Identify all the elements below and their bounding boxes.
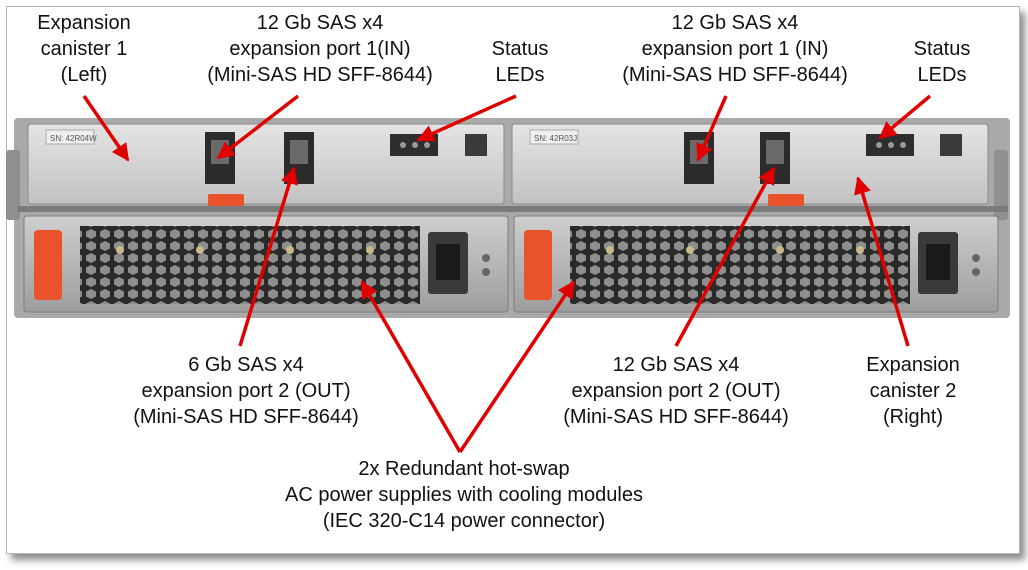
serial-label-right: SN: 42R03J bbox=[534, 134, 577, 143]
expansion-canister-left: SN: 42R04W bbox=[27, 123, 505, 206]
power-supply-right bbox=[513, 215, 999, 313]
serial-label-left: SN: 42R04W bbox=[50, 134, 97, 143]
psu-handle-right[interactable] bbox=[524, 230, 552, 300]
power-supply-left bbox=[23, 215, 509, 313]
release-latch-left[interactable] bbox=[208, 194, 244, 206]
expansion-canister-right: SN: 42R03J bbox=[511, 123, 989, 206]
fan-grille-left bbox=[80, 226, 420, 304]
release-latch-right[interactable] bbox=[768, 194, 804, 206]
fan-grille-right bbox=[570, 226, 910, 304]
psu-handle-left[interactable] bbox=[34, 230, 62, 300]
